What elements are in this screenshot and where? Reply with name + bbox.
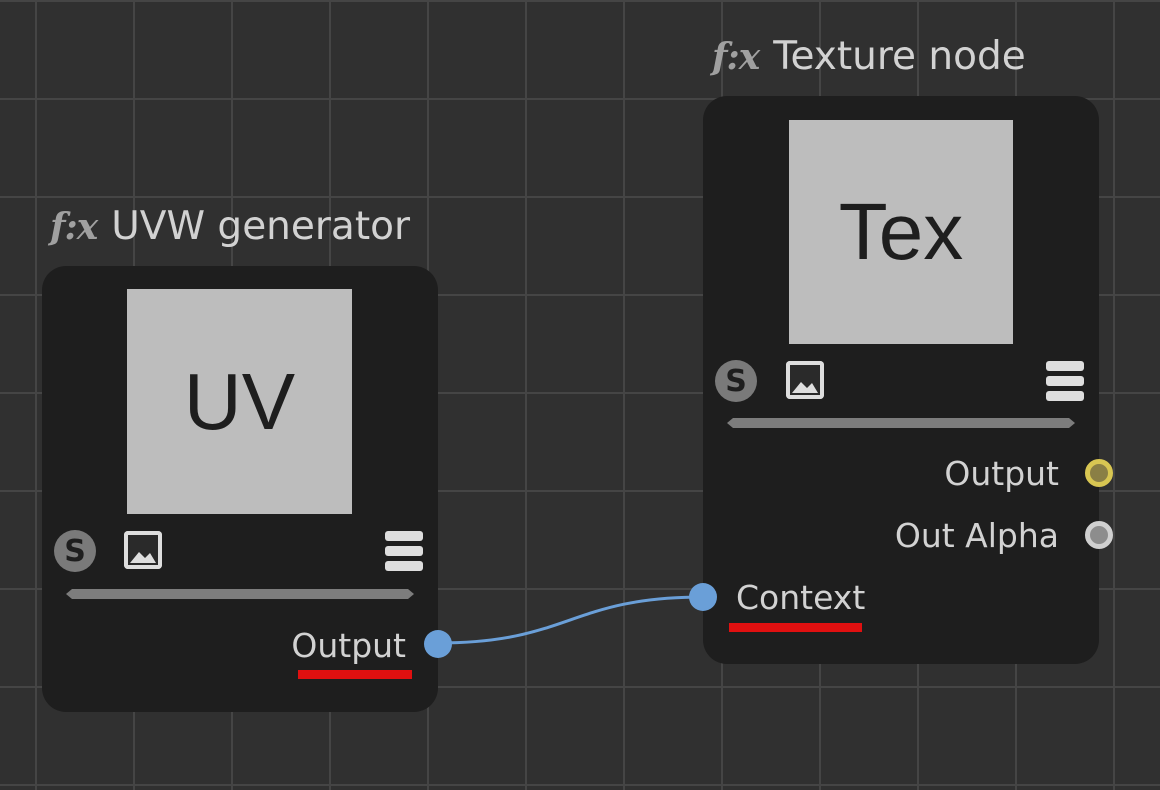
image-icon[interactable] (124, 531, 162, 569)
menu-icon[interactable] (1046, 361, 1084, 401)
uvw-generator-node[interactable]: UV S Output (42, 266, 438, 712)
output-label: Output (944, 454, 1059, 493)
s-icon-glyph: S (725, 363, 747, 399)
node-title: UVW generator (111, 204, 411, 249)
context-label: Context (736, 578, 866, 617)
output-label: Output (291, 626, 406, 665)
output-highlight-underline (298, 670, 412, 679)
texture-node-header[interactable]: f:x Texture node (712, 34, 1026, 79)
node-title: Texture node (773, 34, 1026, 79)
node-slider[interactable] (66, 589, 414, 599)
fx-icon: f:x (712, 36, 760, 78)
texture-output-port[interactable] (1085, 459, 1113, 487)
s-icon[interactable]: S (54, 530, 96, 572)
texture-out-alpha-port[interactable] (1085, 521, 1113, 549)
fx-icon: f:x (50, 206, 98, 248)
node-thumbnail: UV (127, 289, 352, 514)
thumbnail-text: Tex (838, 187, 964, 276)
uvw-output-port[interactable] (424, 630, 452, 658)
image-icon[interactable] (786, 361, 824, 399)
uvw-node-header[interactable]: f:x UVW generator (50, 204, 410, 249)
context-highlight-underline (729, 623, 862, 632)
s-icon[interactable]: S (715, 360, 757, 402)
s-icon-glyph: S (64, 533, 86, 569)
menu-icon[interactable] (385, 531, 423, 571)
out-alpha-label: Out Alpha (894, 516, 1059, 555)
node-thumbnail: Tex (789, 120, 1013, 344)
texture-node[interactable]: Tex S Output Out Alpha Context (703, 96, 1099, 664)
thumbnail-text: UV (183, 356, 296, 446)
texture-context-port[interactable] (689, 583, 717, 611)
node-slider[interactable] (727, 418, 1075, 428)
